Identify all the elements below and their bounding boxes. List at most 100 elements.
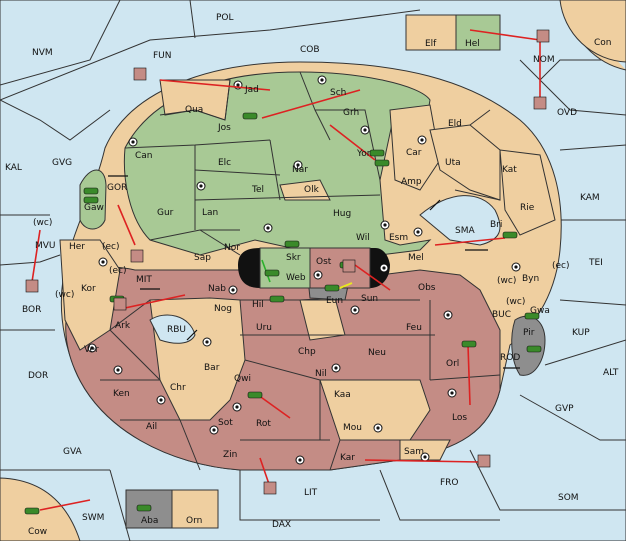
land-label: Elf: [425, 39, 437, 49]
land-label: Mou: [343, 423, 362, 433]
land-label: Nog: [214, 304, 232, 314]
land-label: Sun: [361, 294, 378, 304]
land-label: Uta: [445, 158, 461, 168]
sea-label: SOM: [558, 493, 579, 503]
coast-marker: (wc): [33, 218, 52, 228]
sea-label: NOM: [533, 55, 555, 65]
sea-label: LIT: [304, 488, 318, 498]
land-label: Kar: [340, 453, 355, 463]
land-label: Aba: [141, 516, 158, 526]
sea-label: ROD: [500, 353, 520, 363]
land-label: Esm: [389, 233, 408, 243]
land-label: Orn: [186, 516, 202, 526]
land-label: Qwi: [234, 374, 251, 384]
land-label-layer: Elf Hel Jad Sch Qua Jos Grh Eld Can Elc …: [69, 39, 550, 526]
land-label: Her: [69, 242, 85, 252]
land-label: Ken: [113, 389, 130, 399]
land-label: Yor: [356, 149, 371, 159]
land-label: Rot: [256, 419, 271, 429]
land-label: Pir: [523, 328, 535, 338]
sea-label: ALT: [603, 368, 619, 378]
land-label: Byn: [522, 274, 539, 284]
coast-marker: (wc): [506, 297, 525, 307]
land-label: Mel: [408, 253, 424, 263]
sea-label: SMA: [455, 226, 475, 236]
land-label: Nab: [208, 284, 226, 294]
continent: [59, 61, 562, 471]
sea-label: DAX: [272, 520, 291, 530]
sea-label: BUC: [492, 310, 511, 320]
land-label: Qua: [185, 105, 203, 115]
land-label: Neu: [368, 348, 386, 358]
fleet-unit: [25, 29, 550, 495]
army-unit: [24, 112, 542, 515]
land-label: Ail: [146, 422, 157, 432]
land-label: Lan: [202, 208, 218, 218]
sea-label: POL: [216, 13, 234, 23]
sea-label: GVA: [63, 447, 83, 457]
land-label: Ost: [316, 257, 332, 267]
land-label: Nor: [224, 243, 240, 253]
land-label: Amp: [401, 177, 422, 187]
sea-label: OVD: [557, 108, 577, 118]
coast-marker: (ec): [109, 266, 127, 276]
sea-label: Con: [594, 38, 612, 48]
sea-label: GVG: [52, 158, 72, 168]
land-label: Rie: [520, 203, 535, 213]
sea-label: TEI: [588, 258, 603, 268]
order-arrows: [31, 29, 541, 511]
sea-label: FRO: [440, 478, 459, 488]
units: [24, 29, 550, 515]
channel-markers: [108, 175, 520, 369]
sea-label: MIT: [136, 275, 152, 285]
land-label: Kor: [81, 284, 96, 294]
land-label: Feu: [406, 323, 422, 333]
land-label: Eun: [326, 296, 343, 306]
sea-label: KAM: [580, 193, 600, 203]
land-label: Gaw: [84, 203, 104, 213]
land-label: Bar: [204, 363, 220, 373]
sea-label: KAL: [5, 163, 22, 173]
supply-centers: [87, 75, 521, 465]
land-label: Obs: [418, 283, 436, 293]
sea-label: KUP: [572, 328, 590, 338]
land-label: Gur: [157, 208, 174, 218]
sea-label: NVM: [32, 48, 53, 58]
land-label: Orl: [446, 359, 459, 369]
land-label: Gwa: [530, 306, 550, 316]
coast-marker: (wc): [497, 276, 516, 286]
land-label: Skr: [286, 253, 301, 263]
coast-marker: (wc): [55, 290, 74, 300]
land-label: Jos: [217, 123, 231, 133]
land-label: Car: [406, 148, 422, 158]
land-label: Sch: [330, 88, 346, 98]
land-label: Ver: [84, 345, 99, 355]
land-label: Hil: [252, 300, 264, 310]
land-label: Los: [452, 413, 467, 423]
land-label: Web: [286, 273, 306, 283]
land-label: Ark: [115, 321, 131, 331]
sea-label: BOR: [22, 305, 41, 315]
sea-label: RBU: [167, 325, 186, 335]
sea-label: MVU: [35, 241, 56, 251]
land-label: Hel: [465, 39, 480, 49]
sea-label: FUN: [153, 51, 172, 61]
land-label: Grh: [343, 108, 359, 118]
land-label: Sap: [194, 253, 211, 263]
coast-marker: (ec): [102, 242, 120, 252]
land-label: Nil: [315, 369, 327, 379]
land-label: Can: [135, 151, 153, 161]
land-label: Eld: [448, 119, 462, 129]
land-label: Kat: [502, 165, 517, 175]
coast-marker: (ec): [552, 261, 570, 271]
sea-label: SWM: [82, 513, 104, 523]
coast-marker-layer: (wc) (ec) (ec) (wc) (wc) (ec) (wc): [33, 218, 570, 307]
land-label: Elc: [218, 158, 231, 168]
land-label: Olk: [304, 185, 320, 195]
land-label: Chr: [170, 383, 186, 393]
land-label: Chp: [298, 347, 316, 357]
sea-label-layer: POL NVM FUN COB Con NOM OVD KAL GVG GOR …: [5, 13, 619, 537]
sea-label: GOR: [107, 183, 127, 193]
sea-label: Cow: [28, 527, 47, 537]
